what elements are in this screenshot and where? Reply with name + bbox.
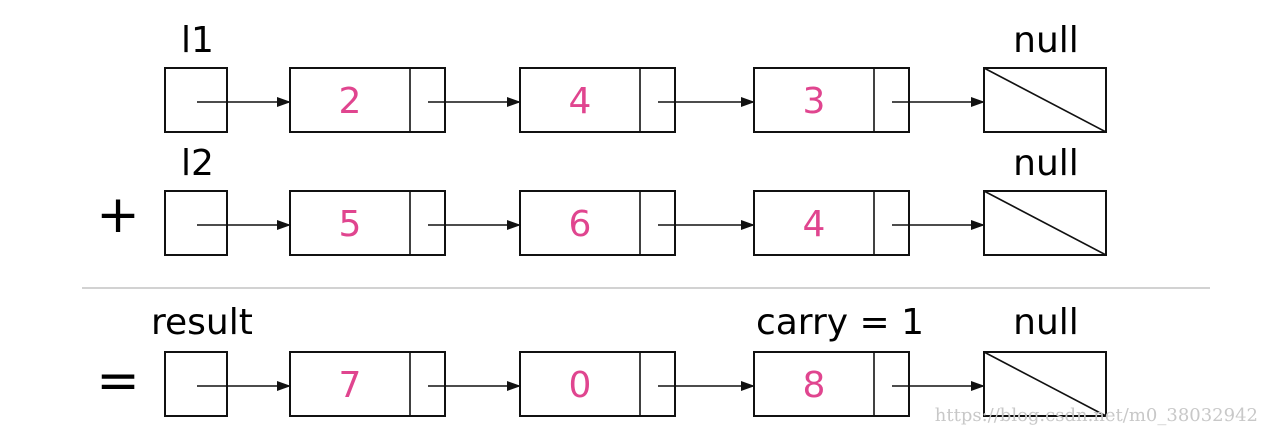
carry-label: carry = 1 <box>756 302 924 343</box>
l2-null-node: null <box>983 143 1107 256</box>
node-box <box>753 67 910 133</box>
result-node-2: 0 <box>519 351 755 417</box>
null-slash <box>983 351 1107 417</box>
node-box <box>289 67 446 133</box>
l1-head-label: l1 <box>181 20 214 61</box>
l2-head-label: l2 <box>181 143 214 184</box>
node-value: 6 <box>569 204 592 245</box>
node-box <box>519 67 676 133</box>
node-value: 3 <box>803 81 826 122</box>
l2-head-pointer-box <box>164 190 228 256</box>
null-slash <box>983 190 1107 256</box>
result-null-label: null <box>1013 302 1079 343</box>
list-row-l1: l1 2 4 3 null <box>164 20 1107 133</box>
node-box <box>519 351 676 417</box>
l2-node-3: 4 <box>753 190 985 256</box>
node-value: 4 <box>803 204 826 245</box>
node-box <box>289 351 446 417</box>
result-head-label: result <box>151 302 253 343</box>
l1-null-node: null <box>983 20 1107 133</box>
l2-node-1: 5 <box>289 190 521 256</box>
rows-layer: l1 2 4 3 null l2 +5 6 4 null result = 7 0 8 null <box>96 20 1107 417</box>
node-value: 2 <box>339 81 362 122</box>
node-value: 5 <box>339 204 362 245</box>
l1-node-2: 4 <box>519 67 755 133</box>
list-row-l2: l2 +5 6 4 null <box>96 143 1107 256</box>
watermark-text: https://blog.csdn.net/m0_38032942 <box>935 405 1258 426</box>
l2-node-2: 6 <box>519 190 755 256</box>
result-node-1: 7 <box>289 351 521 417</box>
node-box <box>289 190 446 256</box>
l2-operator: + <box>96 185 140 245</box>
node-value: 8 <box>803 365 826 406</box>
node-box <box>519 190 676 256</box>
result-node-3: 8 <box>753 351 985 417</box>
node-box <box>753 351 910 417</box>
l2-null-label: null <box>1013 143 1079 184</box>
result-null-node: null <box>983 302 1107 417</box>
list-row-result: result = 7 0 8 null <box>96 302 1107 417</box>
result-head-pointer-box <box>164 351 228 417</box>
result-operator: = <box>96 351 140 411</box>
l1-null-label: null <box>1013 20 1079 61</box>
null-slash <box>983 67 1107 133</box>
l1-head-pointer-box <box>164 67 228 133</box>
node-box <box>753 190 910 256</box>
l1-node-3: 3 <box>753 67 985 133</box>
node-value: 7 <box>339 365 362 406</box>
node-value: 0 <box>569 365 592 406</box>
l1-node-1: 2 <box>289 67 521 133</box>
node-value: 4 <box>569 81 592 122</box>
